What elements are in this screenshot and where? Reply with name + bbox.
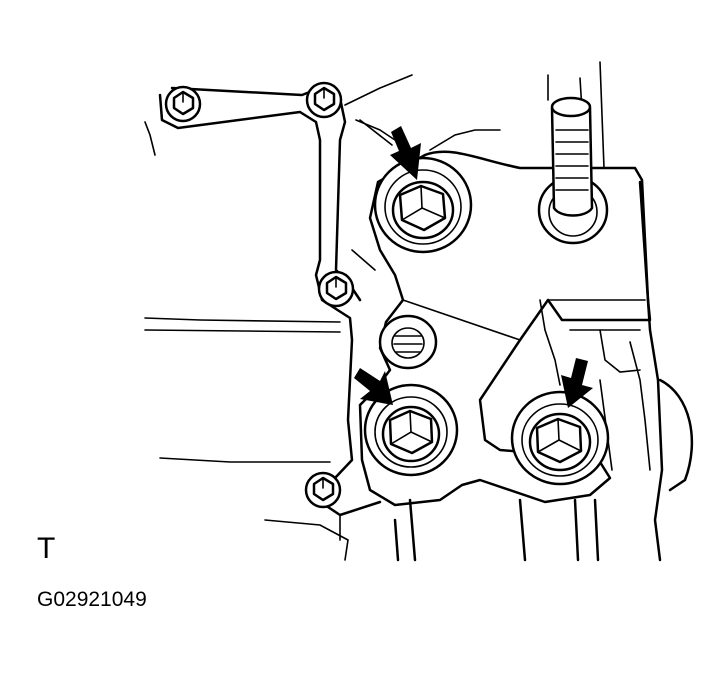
empty-bolt-hole [378,314,438,370]
arrow-bottom-right-bolt [561,358,593,408]
figure-code: G02921049 [37,588,147,611]
corner-letter: T [37,532,56,565]
plate-bolt-middle [317,270,355,308]
plate-bolt-top-left [164,85,202,123]
arrow-bottom-left-bolt [354,368,393,405]
mounting-bracket [358,129,652,507]
flange-bolt-bottom-right [510,390,610,486]
threaded-stud [537,96,609,245]
arrow-top-bolt [390,126,421,180]
plate-bolt-top-right [305,81,343,119]
flange-bolt-bottom-left [363,383,459,477]
flange-bolt-top [373,156,473,254]
plate-bolt-bottom [304,471,342,509]
engine-block-outline [393,61,694,562]
cover-plate [144,74,413,561]
